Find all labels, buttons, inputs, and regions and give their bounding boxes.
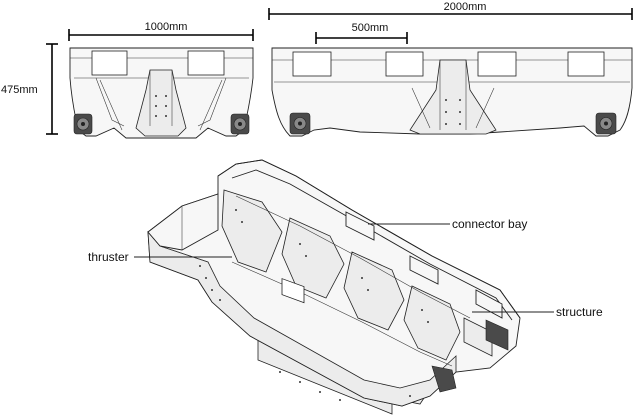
callout-thruster: thruster	[88, 250, 232, 264]
callout-structure: structure	[472, 305, 603, 319]
dimension-label-width-mid: 500mm	[352, 22, 389, 34]
callout-label-connector-bay: connector bay	[452, 217, 527, 231]
callout-label-structure: structure	[556, 305, 603, 319]
front-view	[69, 47, 254, 139]
dimension-label-width-short: 1000mm	[145, 21, 188, 33]
dimension-label-height: 475mm	[1, 84, 38, 96]
dimension-width-long: 2000mm	[268, 1, 633, 20]
isometric-view	[147, 159, 521, 415]
callout-label-thruster: thruster	[88, 250, 129, 264]
dimension-width-mid: 500mm	[315, 22, 408, 44]
side-view	[271, 47, 633, 137]
dimension-height: 475mm	[1, 43, 58, 135]
callout-connector-bay: connector bay	[368, 217, 527, 231]
dimension-width-short: 1000mm	[68, 21, 254, 41]
dimension-label-width-long: 2000mm	[444, 1, 487, 13]
